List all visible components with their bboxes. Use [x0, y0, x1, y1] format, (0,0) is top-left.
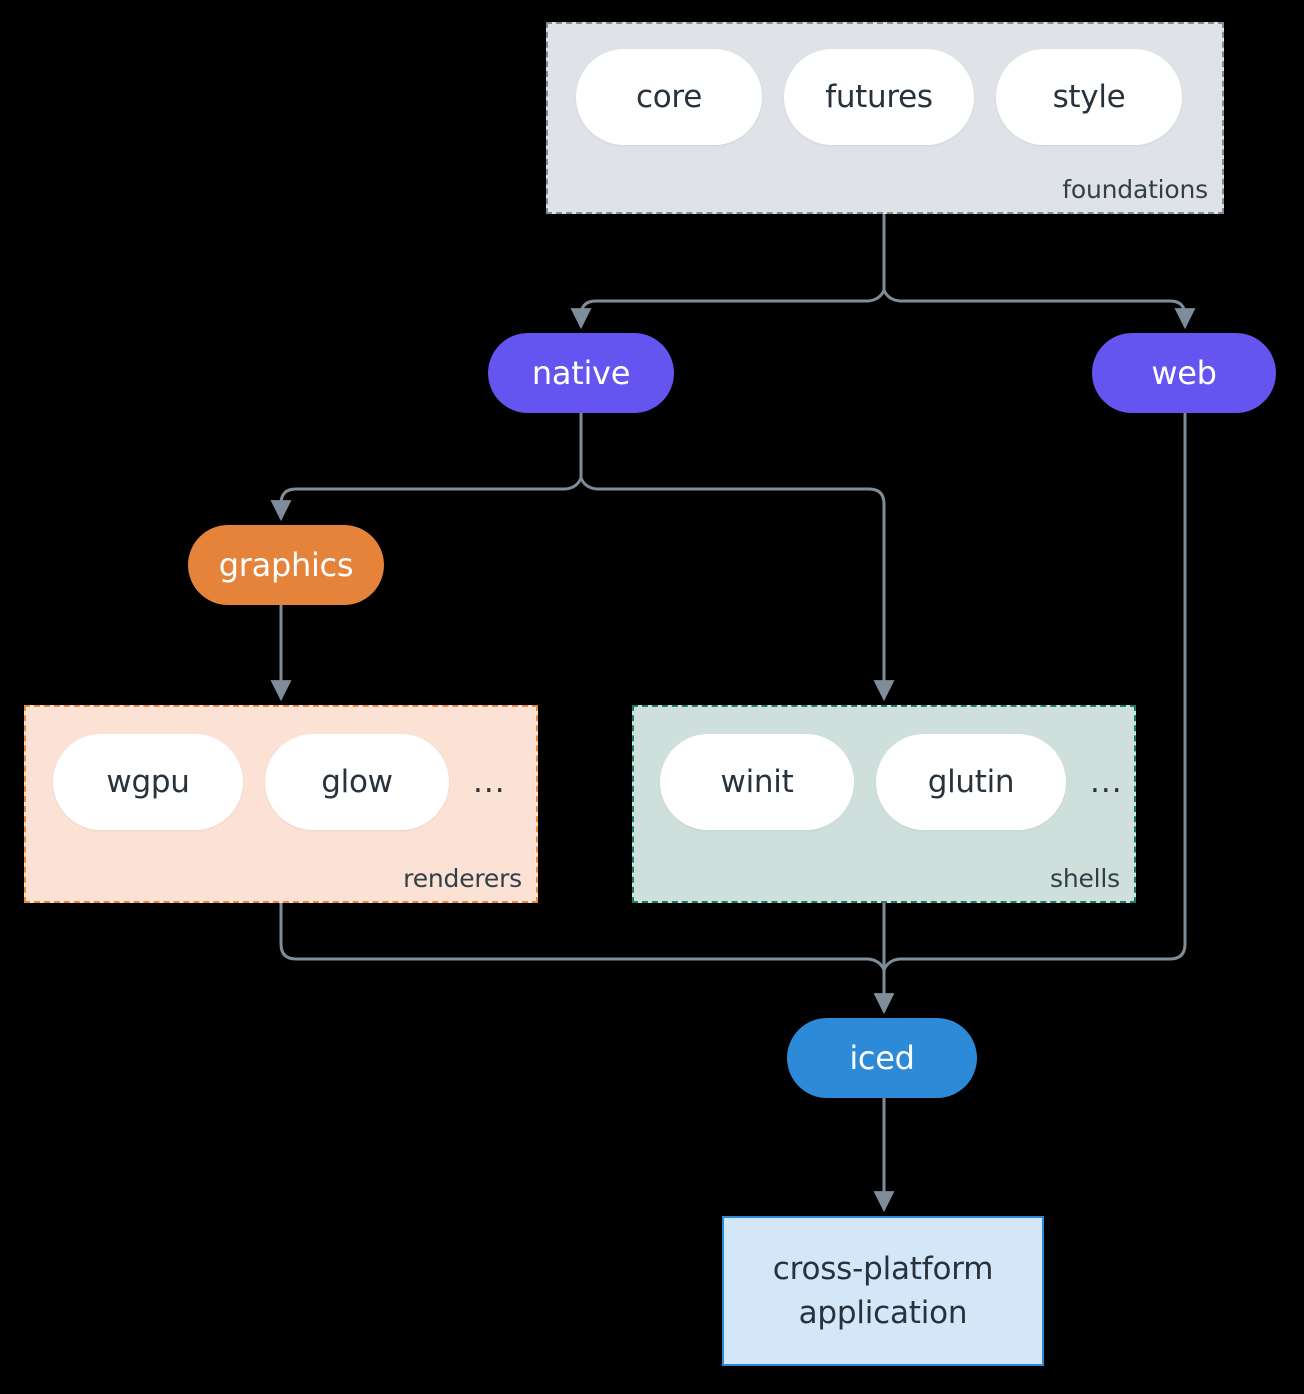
application-line-2: application — [798, 1295, 968, 1331]
node-graphics[interactable]: graphics — [188, 525, 384, 605]
pill-glow[interactable]: glow — [265, 734, 449, 830]
renderers-items: wgpu glow ... — [53, 734, 506, 830]
edge-native-to-shells — [579, 476, 895, 702]
renderers-ellipsis: ... — [473, 764, 506, 800]
edge-renderers-to-iced — [279, 901, 886, 972]
node-native[interactable]: native — [488, 333, 674, 413]
foundations-items: core futures style — [576, 49, 1182, 145]
pill-winit[interactable]: winit — [660, 734, 854, 830]
group-label-renderers: renderers — [403, 864, 522, 893]
edge-foundations-to-web — [882, 288, 1196, 330]
pill-core[interactable]: core — [576, 49, 762, 145]
pill-style[interactable]: style — [996, 49, 1182, 145]
node-web[interactable]: web — [1092, 333, 1276, 413]
node-cross-platform-application[interactable]: cross-platform application — [722, 1216, 1044, 1366]
shells-items: winit glutin ... — [660, 734, 1123, 830]
group-foundations[interactable]: core futures style foundations — [546, 22, 1224, 214]
pill-futures[interactable]: futures — [784, 49, 974, 145]
pill-wgpu[interactable]: wgpu — [53, 734, 243, 830]
node-iced[interactable]: iced — [787, 1018, 977, 1098]
application-text: cross-platform application — [772, 1247, 994, 1335]
group-label-foundations: foundations — [1062, 175, 1208, 204]
edge-native-to-graphics — [270, 476, 583, 522]
group-shells[interactable]: winit glutin ... shells — [632, 705, 1136, 903]
pill-glutin[interactable]: glutin — [876, 734, 1066, 830]
group-renderers[interactable]: wgpu glow ... renderers — [24, 705, 538, 903]
application-line-1: cross-platform — [772, 1251, 994, 1287]
edge-web-to-iced — [882, 411, 1187, 972]
group-label-shells: shells — [1050, 864, 1120, 893]
edge-foundations-to-native — [570, 288, 886, 330]
shells-ellipsis: ... — [1090, 764, 1123, 800]
